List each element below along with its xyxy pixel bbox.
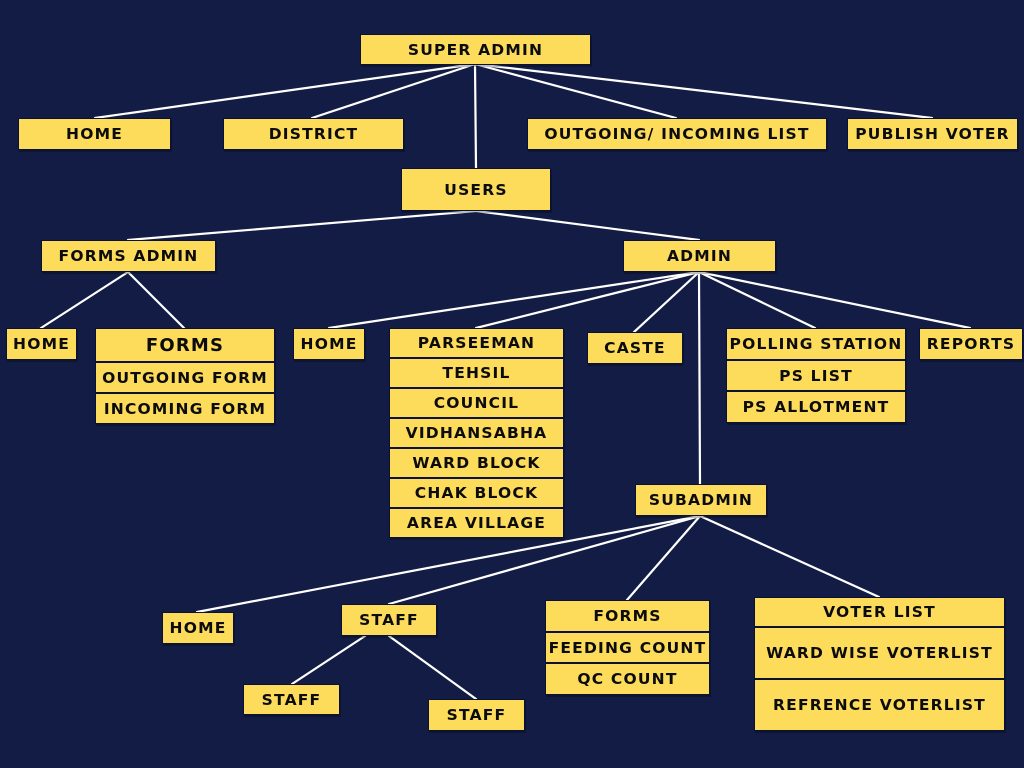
edge-super-admin-outgoing-incoming xyxy=(473,62,678,120)
node-voter-list: VOTER LIST xyxy=(754,597,1005,627)
edge-forms-admin-forms xyxy=(126,270,186,330)
node-sa-home: HOME xyxy=(162,612,234,644)
node-feeding-count: FEEDING COUNT xyxy=(545,632,710,663)
node-council: COUNCIL xyxy=(389,388,564,418)
node-subadmin: SUBADMIN xyxy=(635,484,767,516)
edge-super-admin-users xyxy=(473,62,478,170)
node-reports: REPORTS xyxy=(919,328,1023,360)
node-staff-2: STAFF xyxy=(428,699,525,731)
node-area-village: AREA VILLAGE xyxy=(389,508,564,538)
node-staff-1: STAFF xyxy=(243,684,340,715)
node-refrence-voterlist: REFRENCE VOTERLIST xyxy=(754,679,1005,731)
edge-super-admin-district xyxy=(310,62,477,120)
node-ps-list: PS LIST xyxy=(726,360,906,391)
node-qc-count: QC COUNT xyxy=(545,663,710,695)
node-ad-home: HOME xyxy=(293,328,365,360)
edge-admin-reports xyxy=(697,270,972,330)
node-publish-voter: PUBLISH VOTER xyxy=(847,118,1018,150)
edge-subadmin-staff xyxy=(387,514,702,606)
edge-super-admin-publish-voter xyxy=(473,62,934,120)
node-fa-home: HOME xyxy=(6,328,77,360)
edge-super-admin-home xyxy=(93,62,477,120)
edge-subadmin-forms xyxy=(625,514,702,602)
node-parseeman: PARSEEMAN xyxy=(389,328,564,358)
node-district: DISTRICT xyxy=(223,118,404,150)
node-ward-wise-voterlist: WARD WISE VOTERLIST xyxy=(754,627,1005,679)
node-ps-allotment: PS ALLOTMENT xyxy=(726,391,906,423)
node-super-admin: SUPER ADMIN xyxy=(360,34,591,65)
edge-admin-caste xyxy=(632,270,701,334)
edge-users-forms-admin xyxy=(126,209,478,242)
edge-admin-subadmin xyxy=(697,270,702,486)
edge-users-admin xyxy=(474,209,701,242)
node-staff: STAFF xyxy=(341,604,437,636)
edge-admin-parseeman xyxy=(474,270,701,330)
edge-admin-home xyxy=(327,270,701,330)
node-outgoing-incoming-list: OUTGOING/ INCOMING LIST xyxy=(527,118,827,150)
edge-subadmin-voter-list xyxy=(698,514,881,599)
edge-staff-staff-1 xyxy=(290,634,367,686)
node-sa-forms: FORMS xyxy=(545,600,710,632)
node-forms-admin: FORMS ADMIN xyxy=(41,240,216,272)
node-home-top: HOME xyxy=(18,118,171,150)
node-fa-forms: FORMS xyxy=(95,328,275,362)
node-fa-incoming-form: INCOMING FORM xyxy=(95,393,275,424)
node-vidhansabha: VIDHANSABHA xyxy=(389,418,564,448)
edge-admin-polling-station xyxy=(697,270,817,330)
node-tehsil: TEHSIL xyxy=(389,358,564,388)
node-chak-block: CHAK BLOCK xyxy=(389,478,564,508)
node-admin: ADMIN xyxy=(623,240,776,272)
edge-forms-admin-home xyxy=(39,270,130,330)
edge-subadmin-home xyxy=(195,514,702,614)
node-fa-outgoing-form: OUTGOING FORM xyxy=(95,362,275,393)
node-ward-block: WARD BLOCK xyxy=(389,448,564,478)
node-polling-station: POLLING STATION xyxy=(726,328,906,360)
edge-staff-staff-2 xyxy=(387,634,478,701)
node-users: USERS xyxy=(401,168,551,211)
node-caste: CASTE xyxy=(587,332,683,364)
